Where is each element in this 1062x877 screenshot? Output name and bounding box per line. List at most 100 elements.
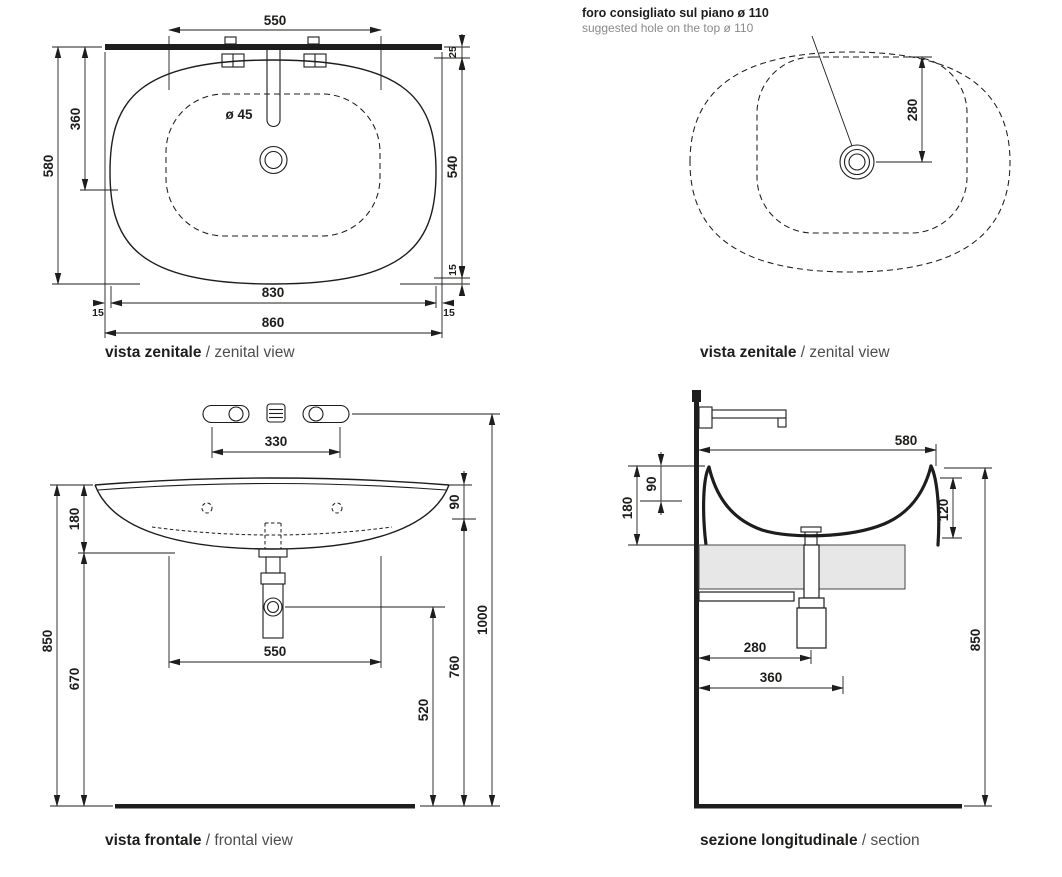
dim-depth-total-label: 580 <box>41 155 56 178</box>
tap-handle-left <box>202 404 250 424</box>
floor-line-frontal <box>115 804 415 809</box>
dim-inner-width: 830 <box>110 285 437 308</box>
drain-trap-front <box>258 548 288 639</box>
dim-inner-width-label: 830 <box>262 285 285 300</box>
dim-top-width: 550 <box>168 13 382 90</box>
dim-front-height-label: 180 <box>620 497 635 520</box>
view-title-zenital-left-rest: / zenital view <box>202 344 296 361</box>
dim-inner-depth-label: 540 <box>445 156 460 179</box>
view-title-zenital-left-bold: vista zenitale <box>105 344 202 361</box>
view-title-section: sezione longitudinale / section <box>700 832 920 849</box>
zenital-right-view: foro consigliato sul piano ø 110 suggest… <box>582 6 1011 361</box>
tap-spout <box>266 403 286 423</box>
rim-dashed-outline <box>756 56 968 234</box>
dim-side-gap-right-label: 15 <box>443 307 455 319</box>
wall-tap <box>698 406 787 429</box>
dim-bowl-width-label: 550 <box>264 644 287 659</box>
dim-basin-height: 180 <box>67 484 175 554</box>
dim-floor-to-tap-label: 1000 <box>475 605 490 635</box>
dim-hole-offset: 280 <box>876 56 932 163</box>
suggested-hole <box>839 144 875 180</box>
view-title-zenital-right: vista zenitale / zenital view <box>700 344 890 361</box>
faucet-bracket-right <box>303 53 327 68</box>
annotation-secondary: suggested hole on the top ø 110 <box>582 21 754 35</box>
dim-drain-depth-label: 360 <box>68 108 83 131</box>
dim-rim-drop-section: 90 <box>628 452 705 515</box>
basin-dashed-outline <box>689 51 1011 273</box>
dim-rim-drop: 90 <box>446 471 476 533</box>
dim-floor-to-step: 760 <box>420 518 500 807</box>
dim-basin-height-label: 180 <box>67 508 82 531</box>
view-title-zenital-right-bold: vista zenitale <box>700 344 797 361</box>
faucet-bracket-left <box>221 53 245 68</box>
annotation-primary: foro consigliato sul piano ø 110 <box>582 6 769 20</box>
dim-floor-to-rim-section-label: 850 <box>968 629 983 652</box>
dim-back-gap-label: 25 <box>447 46 459 58</box>
dim-floor-to-tap: 1000 <box>352 413 500 807</box>
dim-front-gap: 15 <box>400 264 470 296</box>
drain-popup <box>800 526 822 545</box>
dim-hole-offset-label: 280 <box>905 99 920 122</box>
overflow-slot <box>266 50 281 128</box>
dim-tap-spacing-label: 330 <box>265 434 288 449</box>
drain-trap-section <box>796 544 827 649</box>
dim-front-gap-label: 15 <box>447 264 459 276</box>
basin-section-profile <box>702 464 941 547</box>
dim-floor-to-rim-label: 850 <box>40 630 55 653</box>
fixing-tab-right <box>307 36 320 45</box>
dim-total-width-label: 860 <box>262 315 285 330</box>
dim-drain-offset-label: 280 <box>744 640 767 655</box>
view-title-frontal: vista frontale / frontal view <box>105 832 294 849</box>
view-title-section-bold: sezione longitudinale <box>700 832 858 849</box>
frontal-view: 330 850 <box>40 403 500 849</box>
dim-side-gap-left-label: 15 <box>92 307 104 319</box>
dim-top-width-label: 550 <box>264 13 287 28</box>
dim-back-gap: 25 <box>434 34 470 71</box>
dim-floor-to-rim: 850 <box>40 484 113 807</box>
dim-rim-drop-label: 90 <box>447 494 462 509</box>
view-title-zenital-right-rest: / zenital view <box>797 344 891 361</box>
floor-line-section <box>694 804 962 809</box>
dim-floor-to-bottom-label: 670 <box>67 668 82 691</box>
dim-total-width: 860 <box>104 52 443 338</box>
view-title-frontal-rest: / frontal view <box>201 832 293 849</box>
dim-rim-drop-section-label: 90 <box>644 476 659 491</box>
dim-outlet-offset: 360 <box>698 670 844 694</box>
dim-drain-offset: 280 <box>698 640 812 664</box>
view-title-zenital-left: vista zenitale / zenital view <box>105 344 295 361</box>
dim-inner-depth: 540 <box>434 57 470 279</box>
basin-inner-dashed-outline <box>165 93 381 237</box>
wall-bracket <box>698 591 795 602</box>
dim-drain-depth: 360 <box>68 46 118 191</box>
view-title-frontal-bold: vista frontale <box>105 832 202 849</box>
dim-total-depth-label: 580 <box>895 433 918 448</box>
dim-floor-to-rim-section: 850 <box>944 467 992 807</box>
view-title-section-rest: / section <box>858 832 920 849</box>
basin-outline <box>109 59 437 285</box>
dim-total-depth: 580 <box>698 433 937 466</box>
counter-edge <box>105 44 442 50</box>
dim-outlet-offset-label: 360 <box>760 670 783 685</box>
dim-floor-to-step-label: 760 <box>447 656 462 679</box>
dim-tap-spacing: 330 <box>211 427 341 458</box>
supply-stub <box>692 390 701 402</box>
dim-floor-to-trap-label: 520 <box>416 699 431 722</box>
dim-inner-depth-section-label: 120 <box>936 499 951 522</box>
basin-front-profile <box>94 477 450 550</box>
dim-side-gaps: 15 15 <box>92 299 455 319</box>
section-view: 580 90 180 <box>620 390 992 849</box>
dim-inner-depth-section: 120 <box>936 477 962 539</box>
counter-slab <box>698 544 906 590</box>
drain-diameter-label: ø 45 <box>225 107 253 122</box>
drain <box>259 145 288 175</box>
dim-depth-total: 580 <box>41 46 140 285</box>
wall-line <box>694 390 699 808</box>
dim-floor-to-bottom: 670 <box>67 552 88 807</box>
dim-bowl-width: 550 <box>168 556 382 668</box>
dim-front-height: 180 <box>620 465 697 546</box>
tap-handle-right <box>302 404 350 424</box>
annotation-leader-line <box>811 35 853 147</box>
fixing-tab-left <box>224 36 237 45</box>
